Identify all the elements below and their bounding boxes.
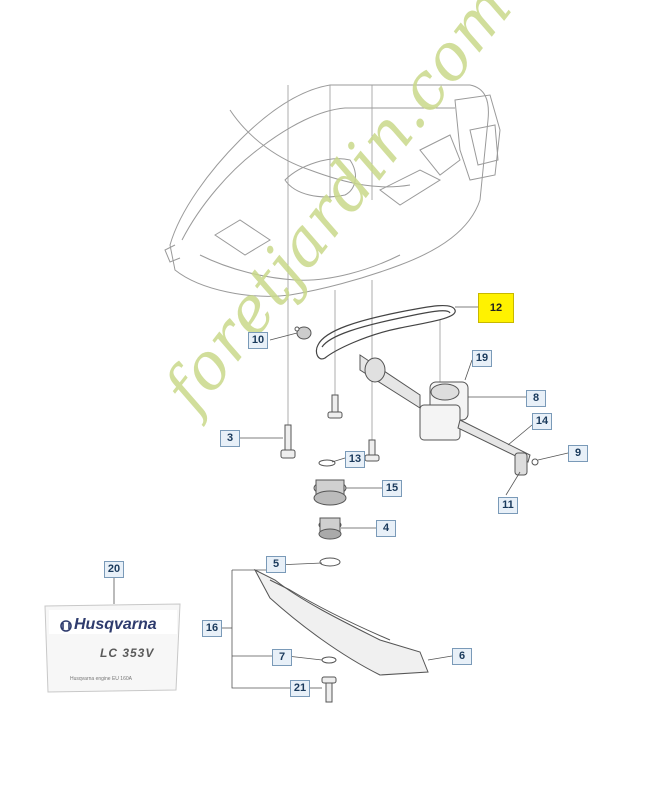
callout-20[interactable]: 20	[104, 561, 124, 578]
callout-4[interactable]: 4	[376, 520, 396, 537]
reference-lines	[287, 85, 441, 445]
mower-deck	[164, 84, 501, 297]
callout-11[interactable]: 11	[498, 497, 518, 514]
callout-3[interactable]: 3	[220, 430, 240, 447]
callout-13[interactable]: 13	[345, 451, 365, 468]
callout-6[interactable]: 6	[452, 648, 472, 665]
axle-nut	[514, 452, 539, 476]
callout-7[interactable]: 7	[272, 649, 292, 666]
pulley-and-adapter	[294, 326, 347, 664]
callout-5[interactable]: 5	[266, 556, 286, 573]
mower-blade	[253, 568, 429, 676]
callout-8[interactable]: 8	[526, 390, 546, 407]
drive-belt	[315, 304, 456, 360]
decal-model: LC 353V	[100, 646, 155, 660]
decal-brand: Husqvarna	[74, 616, 157, 633]
callout-9[interactable]: 9	[568, 445, 588, 462]
callout-19[interactable]: 19	[472, 350, 492, 367]
husqvarna-logo-icon	[60, 620, 72, 632]
decal-fine-print: Husqvarna engine EU 160A	[70, 676, 132, 682]
gearbox-assembly	[359, 354, 531, 463]
callout-21[interactable]: 21	[290, 680, 310, 697]
callout-14[interactable]: 14	[532, 413, 552, 430]
callout-10[interactable]: 10	[248, 332, 268, 349]
callout-12[interactable]: 12	[478, 293, 514, 323]
decal-plate	[44, 603, 181, 693]
bolts	[280, 394, 380, 703]
leader-lines	[113, 306, 569, 689]
callout-15[interactable]: 15	[382, 480, 402, 497]
callout-16[interactable]: 16	[202, 620, 222, 637]
